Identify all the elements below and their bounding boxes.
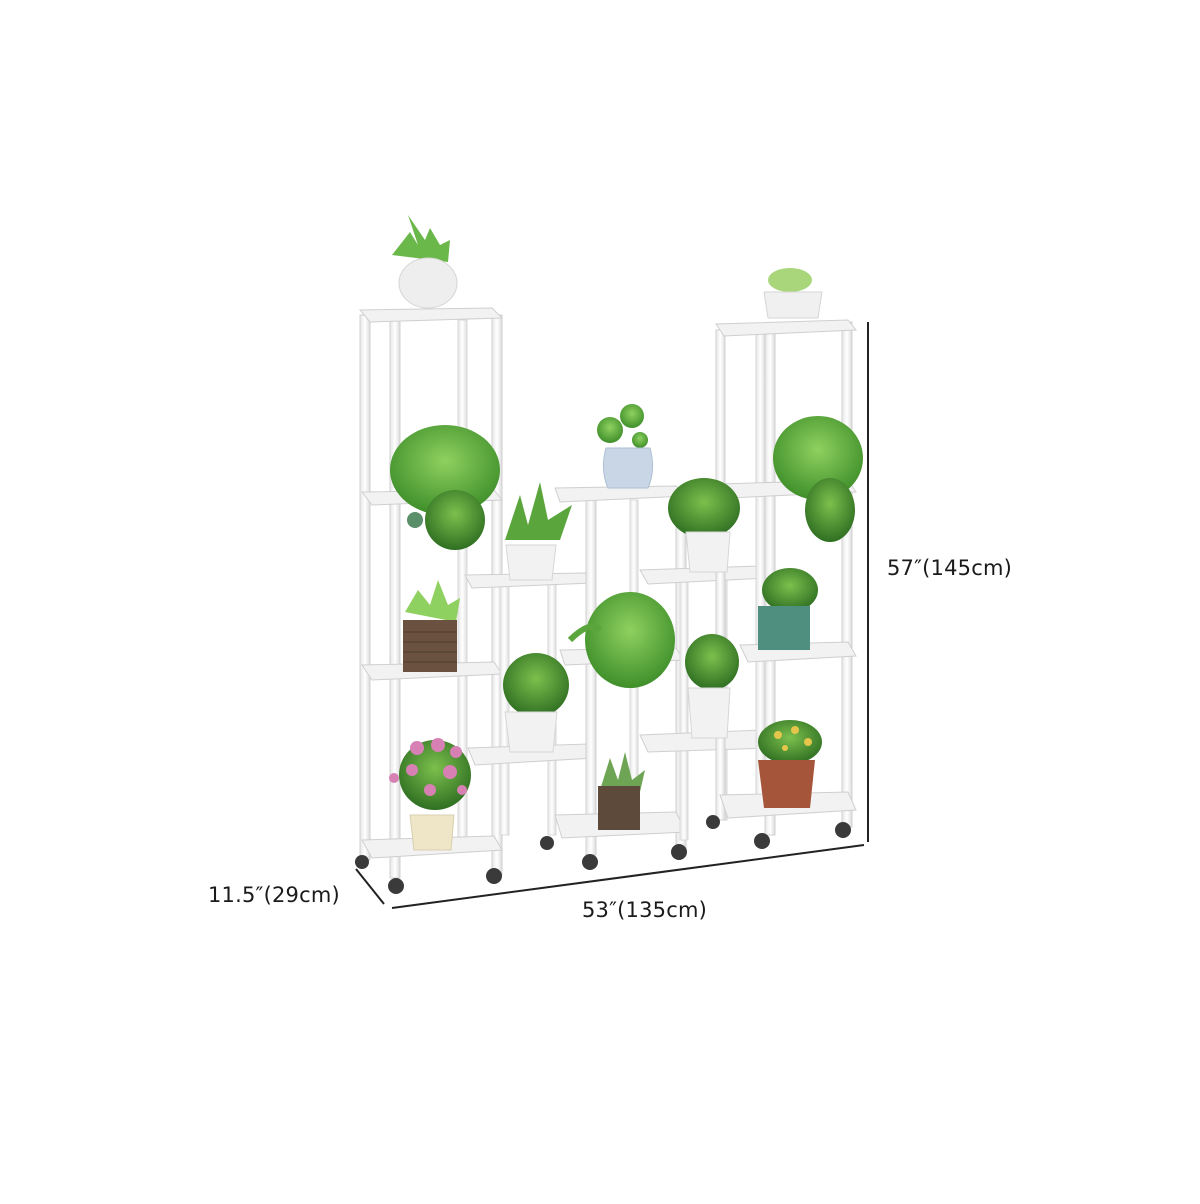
plant-herb-white bbox=[685, 634, 739, 739]
plant-succulent-top-left bbox=[392, 215, 458, 309]
width-dimension-line bbox=[391, 844, 865, 909]
dimension-lines bbox=[355, 322, 869, 909]
plant-bonsai-center bbox=[597, 404, 654, 489]
plant-spiky bbox=[598, 752, 645, 830]
plant-succulent-top-right bbox=[763, 268, 823, 319]
plant-yellow-flower bbox=[758, 720, 822, 808]
plant-pothos-right bbox=[773, 416, 863, 542]
plant-hydrangea bbox=[389, 738, 471, 851]
height-dimension-label: 57″(145cm) bbox=[887, 556, 1013, 580]
depth-dimension-line bbox=[355, 868, 385, 905]
plant-pothos-left bbox=[390, 425, 500, 550]
plant-aloe bbox=[403, 580, 460, 672]
width-dimension-label: 53″(135cm) bbox=[582, 898, 708, 922]
plant-fittonia bbox=[668, 478, 740, 573]
plant-herb-teal bbox=[758, 568, 818, 650]
depth-dimension-label: 11.5″(29cm) bbox=[208, 883, 340, 907]
caster-wheels bbox=[355, 815, 851, 894]
plant-pothos-center bbox=[567, 592, 675, 688]
plant-spider bbox=[505, 482, 572, 581]
plant-boxwood bbox=[503, 653, 569, 753]
